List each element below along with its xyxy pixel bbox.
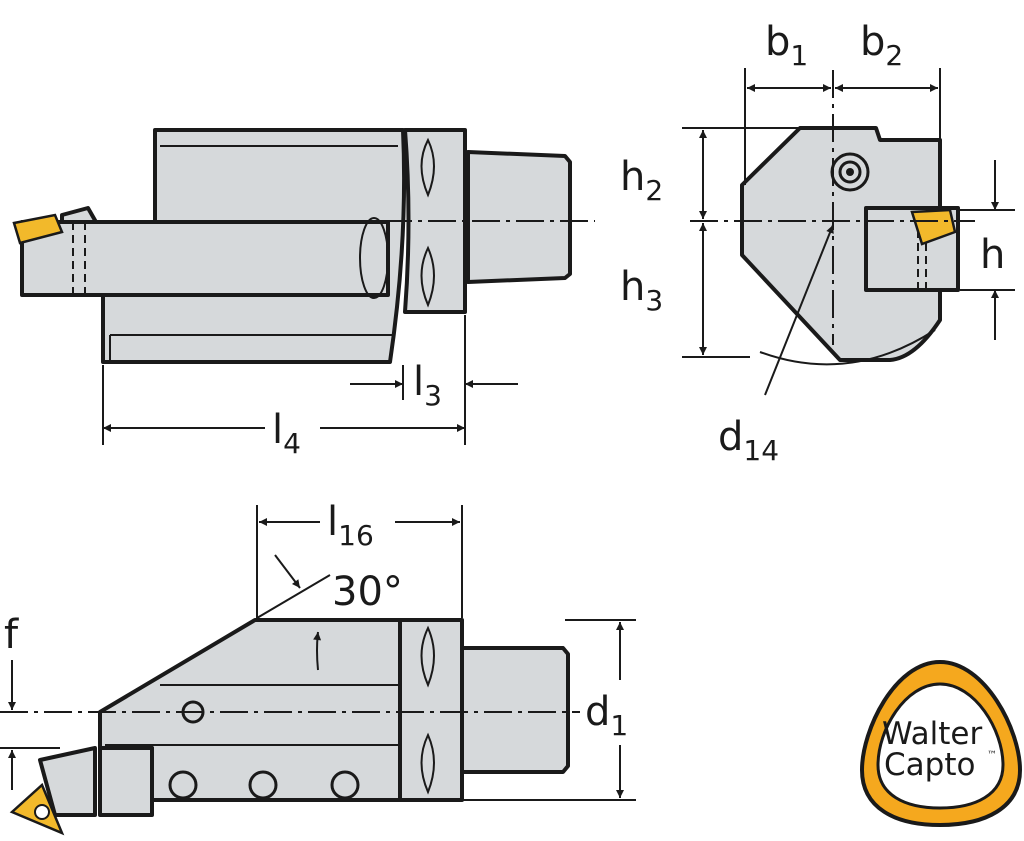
top-spigot — [460, 646, 570, 774]
end-view: b1 b2 h2 h3 h d14 — [620, 19, 1015, 467]
svg-text:™: ™ — [987, 750, 997, 761]
dim-d1: d1 — [585, 689, 628, 742]
cutting-insert — [12, 213, 64, 245]
dim-l4: l4 — [272, 407, 301, 460]
top-view: d1 l16 30° f — [0, 499, 636, 836]
top-flange — [398, 618, 464, 802]
dim-d14: d14 — [718, 414, 779, 467]
dim-h3: h3 — [620, 264, 663, 317]
side-view: l3 l4 — [12, 128, 595, 460]
end-view-body — [740, 126, 942, 362]
walter-capto-logo: Walter Capto ™ — [859, 659, 1023, 828]
dim-b2: b2 — [860, 19, 903, 72]
boring-bar — [20, 220, 390, 297]
svg-text:Capto: Capto — [884, 747, 975, 783]
dim-h: h — [980, 232, 1005, 278]
spigot — [466, 150, 572, 284]
dim-f: f — [4, 612, 19, 658]
dim-l3: l3 — [413, 359, 442, 412]
dim-b1: b1 — [765, 19, 808, 72]
svg-text:Walter: Walter — [882, 716, 983, 752]
dim-l16: l16 — [327, 499, 374, 552]
angle-30: 30° — [332, 569, 403, 615]
dim-h2: h2 — [620, 154, 663, 207]
